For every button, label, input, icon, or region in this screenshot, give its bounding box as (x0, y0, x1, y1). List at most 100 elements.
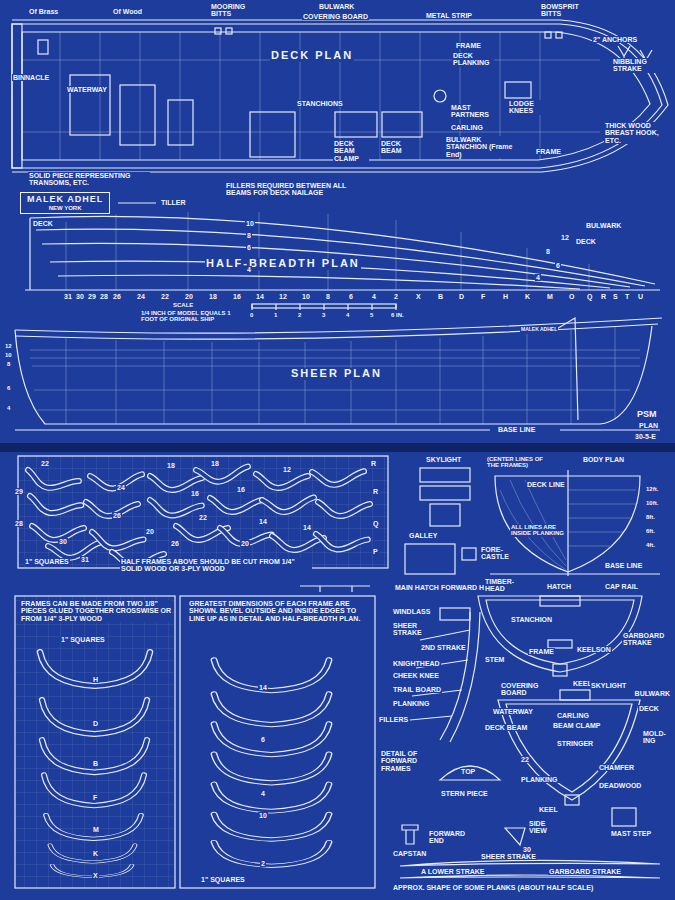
part-label: FILLERS REQUIRED BETWEEN ALL BEAMS FOR D… (225, 182, 362, 197)
part-label: O (568, 293, 575, 300)
part-label: MAST PARTNERS (450, 104, 490, 119)
part-label: BOWSPRIT BITTS (540, 3, 587, 18)
part-label: 26 (170, 540, 180, 547)
part-label: FRAME (535, 148, 562, 155)
part-label: 4 (260, 790, 266, 797)
part-label: WATERWAY (66, 86, 108, 93)
part-label: SHEER STRAKE (480, 853, 537, 860)
part-label: 1 (273, 312, 278, 318)
part-label: SHEER PLAN (290, 368, 383, 380)
part-label: 24 (136, 293, 146, 300)
part-label: 5 (369, 312, 374, 318)
part-label: 4ft. (645, 542, 656, 548)
part-label: CHAMFER (598, 764, 635, 771)
part-label: 28 (99, 293, 109, 300)
home-port: NEW YORK (27, 205, 103, 212)
part-label: 2 (260, 860, 266, 867)
part-label: STANCHION (510, 616, 553, 623)
part-label: 31 (80, 556, 90, 563)
part-label: S (612, 293, 619, 300)
part-label: 12ft. (645, 486, 659, 492)
part-label: X (92, 872, 99, 879)
part-label: 12 (4, 343, 13, 349)
part-label: GARBOARD STRAKE (622, 632, 669, 647)
part-label: 12 (282, 466, 292, 473)
part-label: STANCHIONS (296, 100, 344, 107)
part-label: Of Brass (28, 8, 59, 15)
part-label: 6 (348, 293, 354, 300)
part-label: 31 (63, 293, 73, 300)
part-label: BULWARK STANCHION (Frame End) (445, 136, 522, 158)
part-label: MAST STEP (610, 830, 652, 837)
part-label: PLANKING (392, 700, 431, 707)
part-label: 1" SQUARES (60, 636, 106, 643)
part-label: DECK PLAN (270, 50, 354, 62)
part-label: R (600, 293, 607, 300)
part-label: KNIGHTHEAD (392, 660, 441, 667)
part-label: 20 (145, 528, 155, 535)
part-label: CARLING (450, 124, 484, 131)
part-label: 4 (6, 405, 11, 411)
part-label: R (370, 460, 377, 467)
part-label: R (372, 488, 379, 495)
part-label: 1" SQUARES (200, 876, 246, 883)
part-label: KEEL (538, 806, 559, 813)
part-label: 16 (190, 490, 200, 497)
part-label: H (502, 293, 509, 300)
part-label: BODY PLAN (582, 456, 625, 463)
part-label: B (92, 760, 99, 767)
part-label: 1" SQUARES (24, 558, 70, 565)
part-label: WINDLASS (392, 608, 431, 615)
part-label: DETAIL OF FORWARD FRAMES (380, 750, 442, 772)
part-label: ALL LINES ARE INSIDE PLANKING (510, 524, 567, 537)
part-label: GREATEST DIMENSIONS OF EACH FRAME ARE SH… (188, 600, 370, 622)
part-label: M (92, 826, 100, 833)
part-label: 14 (258, 684, 268, 691)
part-label: 26 (112, 512, 122, 519)
part-label: 4 (371, 293, 377, 300)
ship-name: MALEK ADHEL (27, 195, 103, 205)
part-label: 3 (321, 312, 326, 318)
part-label: STRINGER (556, 740, 594, 747)
part-label: STERN PIECE (440, 790, 489, 797)
part-label: D (458, 293, 465, 300)
name-board: MALEK ADHELNEW YORK (20, 192, 110, 214)
part-label: CARLING (556, 712, 590, 719)
part-label: DECK BEAM (484, 724, 528, 731)
part-label: 6ft. (645, 528, 656, 534)
part-label: CHEEK KNEE (392, 672, 440, 679)
part-label: T (624, 293, 630, 300)
part-label: GALLEY (408, 532, 438, 539)
part-label: 4 (345, 312, 350, 318)
part-label: MAIN HATCH (394, 584, 440, 591)
part-label: 10 (301, 293, 311, 300)
part-label: FORE-CASTLE (480, 546, 512, 561)
part-label: SHEER STRAKE (392, 622, 429, 637)
part-label: HATCH (546, 583, 572, 590)
part-label: 2 (297, 312, 302, 318)
part-label: APPROX. SHAPE OF SOME PLANKS (ABOUT HALF… (392, 884, 594, 891)
part-label: 20 (240, 540, 250, 547)
part-label: TRAIL BOARD (392, 686, 442, 693)
part-label: DECK PLANKING (452, 52, 494, 67)
part-label: FRAMES CAN BE MADE FROM TWO 1/8" PIECES … (20, 600, 172, 622)
part-label: HALF-BREADTH PLAN (205, 258, 361, 270)
part-label: 10 (4, 352, 13, 358)
part-label: TOP (460, 768, 476, 775)
part-label: FORWARD END (428, 830, 460, 845)
part-label: THICK WOOD BREAST HOOK, ETC. (604, 122, 668, 144)
part-label: 24 (116, 484, 126, 491)
part-label: 0 (249, 312, 254, 318)
part-label: DEADWOOD (598, 782, 642, 789)
part-label: 8ft. (645, 514, 656, 520)
part-label: 30-5-E (634, 433, 657, 440)
part-label: DECK BEAM (380, 140, 412, 155)
part-label: BASE LINE (497, 426, 536, 433)
part-label: BEAM CLAMP (552, 722, 601, 729)
part-label: Of Wood (112, 8, 143, 15)
part-label: LODGE KNEES (508, 100, 542, 115)
part-label: MOLD-ING (642, 730, 666, 745)
part-label: PSM (636, 410, 658, 419)
part-label: COVERING BOARD (302, 13, 369, 20)
part-label: (CENTER LINES OF THE FRAMES) (486, 456, 550, 469)
